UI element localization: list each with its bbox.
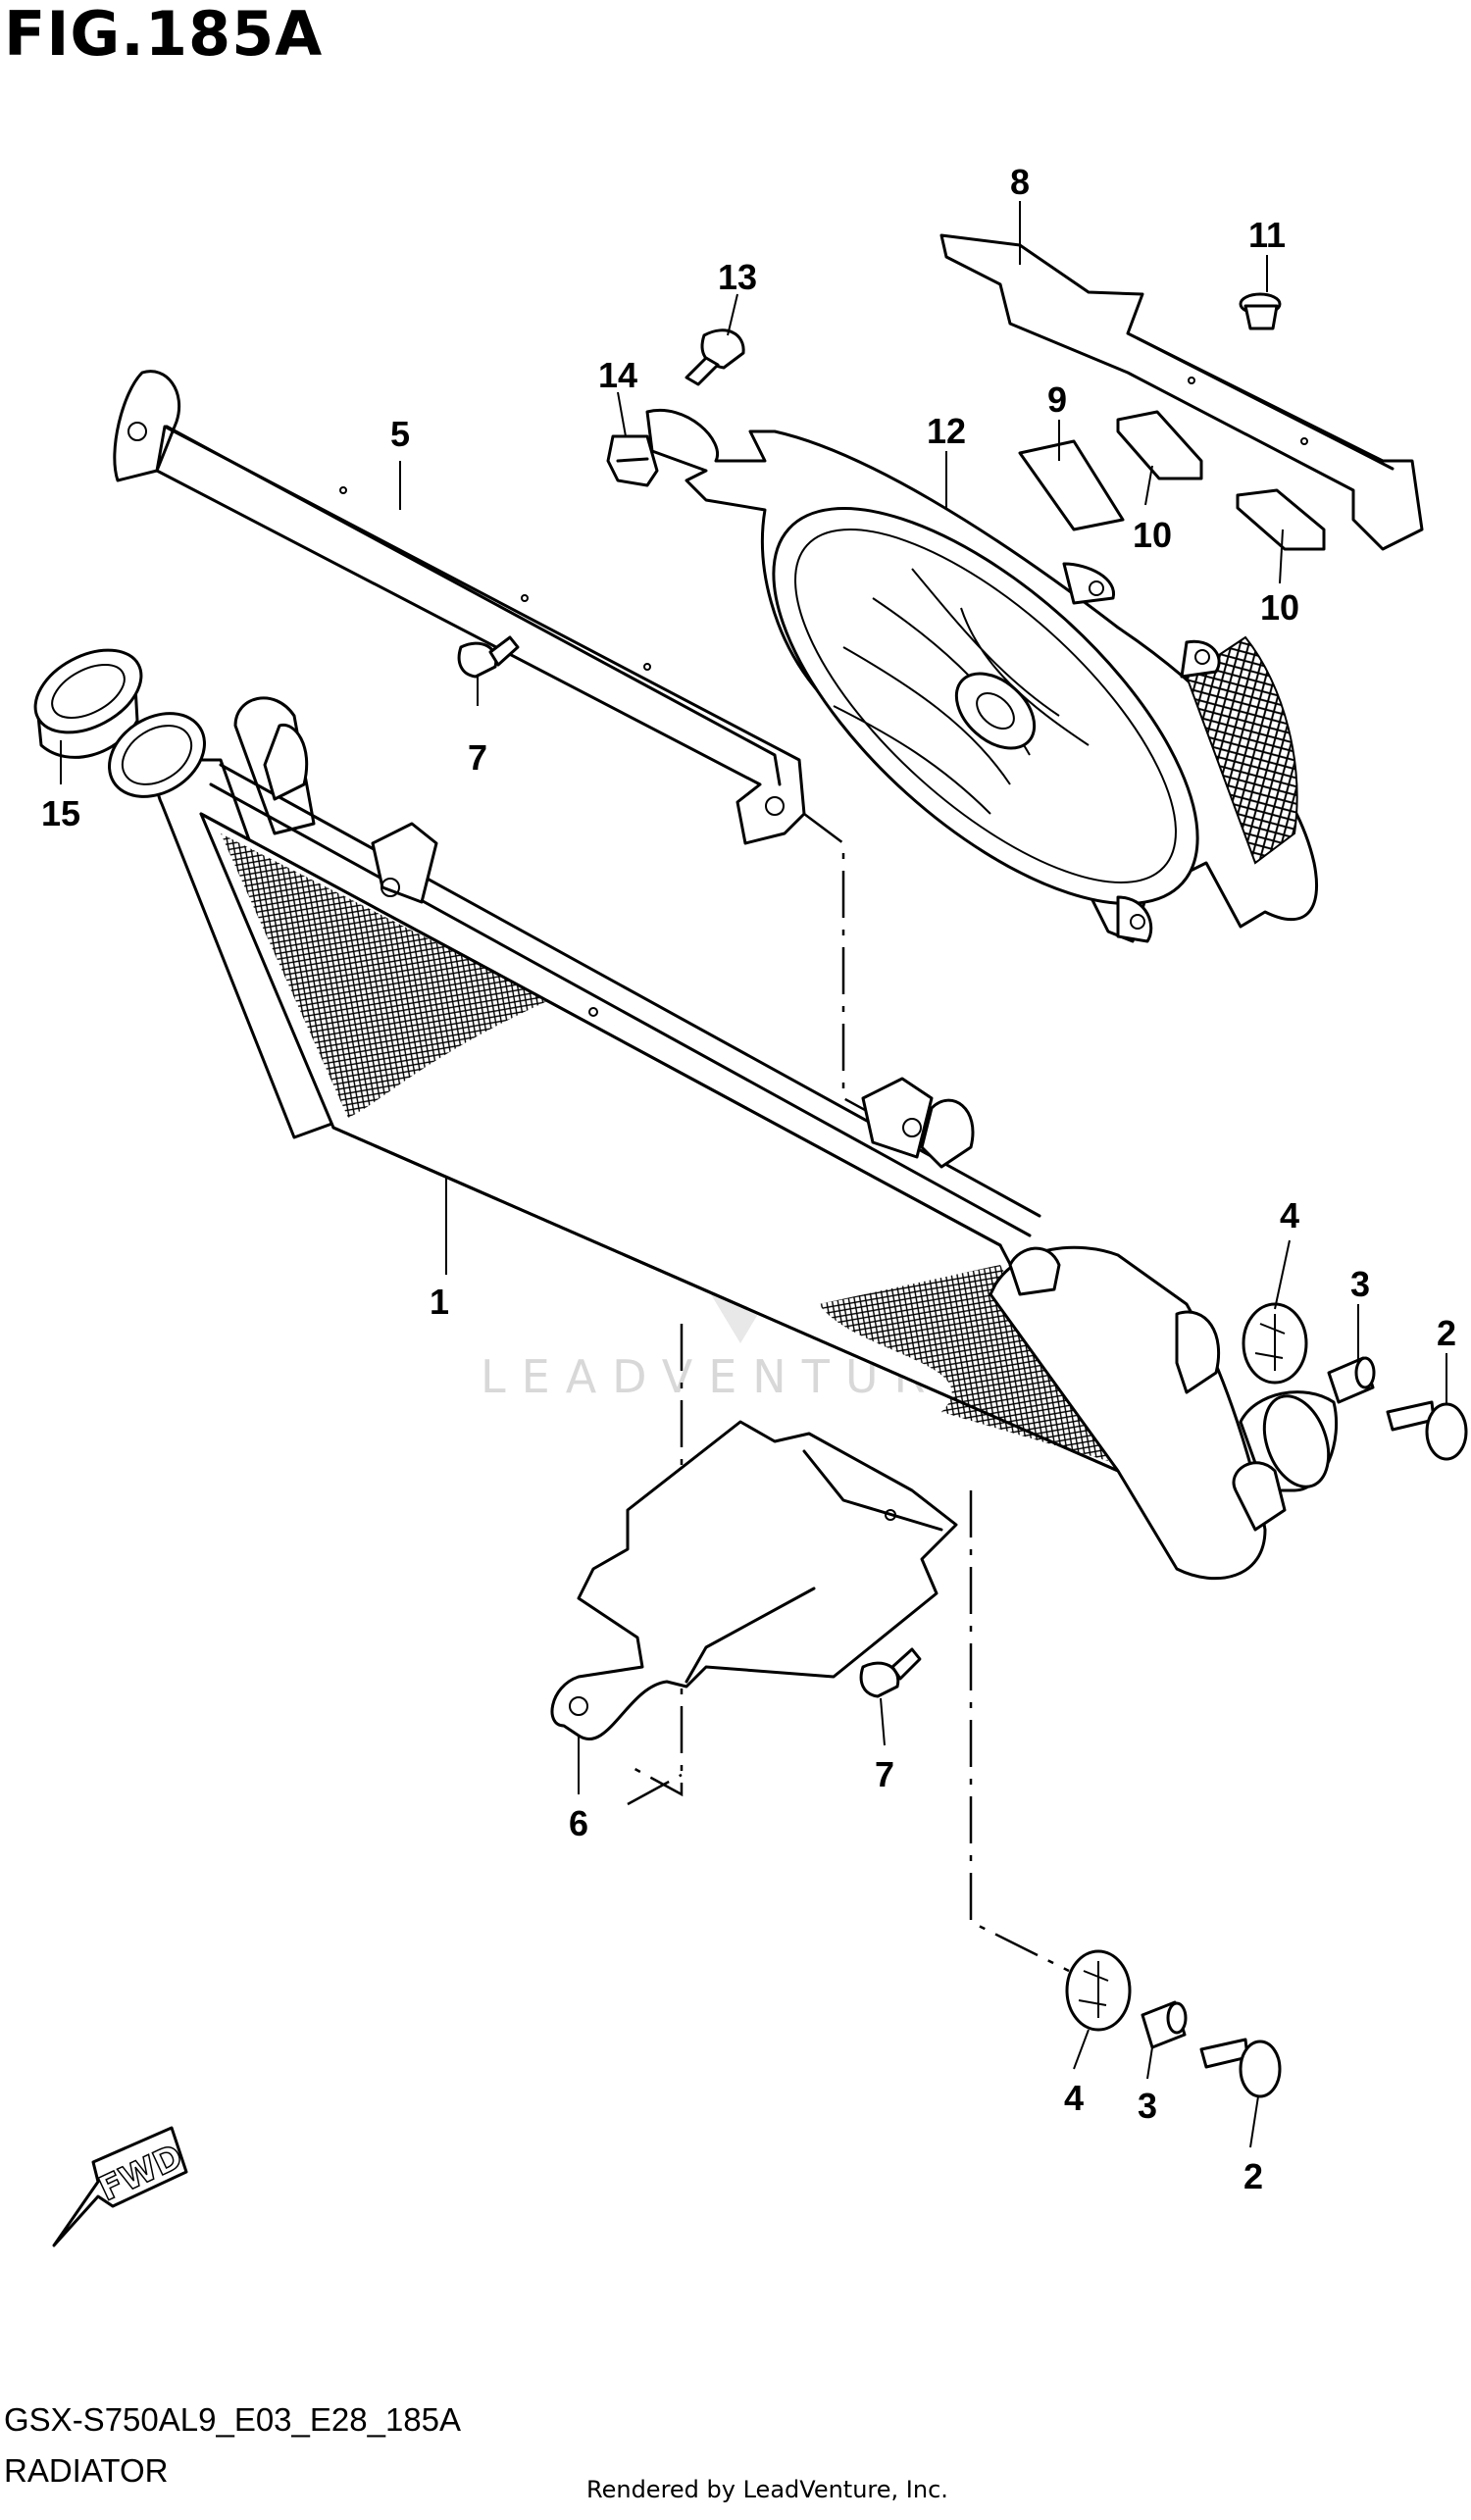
callout-4-lower: 4 (1064, 2078, 1084, 2118)
radiator-cap (33, 648, 143, 759)
callout-2-lower: 2 (1243, 2156, 1263, 2196)
callout-6: 6 (569, 1803, 588, 1843)
callout-9: 9 (1047, 379, 1067, 420)
callout-4-upper: 4 (1280, 1195, 1299, 1235)
callout-7-upper: 7 (468, 737, 487, 778)
cushion-pad-a (1116, 410, 1203, 480)
render-credit: Rendered by LeadVenture, Inc. (586, 2476, 948, 2503)
upper-bracket (113, 370, 806, 845)
fan-bolt-upper (685, 328, 745, 386)
forward-arrow-icon (52, 2126, 188, 2247)
callout-10-upper: 10 (1133, 515, 1172, 555)
bolt-upper (457, 635, 520, 679)
cooling-fan-assembly (645, 408, 1319, 943)
leader-line-bracket (803, 813, 898, 1130)
callout-12: 12 (927, 411, 966, 451)
callout-3-upper: 3 (1350, 1264, 1370, 1304)
callout-13: 13 (718, 257, 757, 297)
callout-3-lower: 3 (1138, 2086, 1157, 2126)
callout-leaders (60, 201, 1447, 2148)
callout-2-upper: 2 (1437, 1313, 1456, 1353)
clip-fastener (1239, 292, 1282, 330)
leader-line-shroud-left (627, 1773, 683, 1806)
collar-upper (1327, 1356, 1376, 1404)
figure-code: GSX-S750AL9_E03_E28_185A (4, 2401, 462, 2438)
bolt-grommet-upper (1386, 1400, 1468, 1461)
callout-8: 8 (1010, 162, 1030, 202)
callout-labels: 1 2 2 3 3 4 4 5 6 7 7 8 9 10 10 11 12 13… (41, 162, 1456, 2196)
forward-direction-arrow: FWD (52, 2126, 189, 2247)
sponge-pad (1018, 439, 1125, 531)
bolt-lower (859, 1647, 922, 1698)
figure-title: FIG.185A (4, 0, 324, 70)
callout-15: 15 (41, 793, 80, 833)
lower-shroud (550, 1420, 958, 1740)
radiator-assembly (108, 696, 1339, 1581)
cushion-pad-b (1236, 488, 1326, 551)
figure-name: RADIATOR (4, 2452, 169, 2489)
bolt-grommet-lower (1199, 2038, 1282, 2098)
callout-11: 11 (1248, 215, 1286, 255)
callout-5: 5 (390, 414, 410, 454)
callout-7-lower: 7 (875, 1754, 894, 1794)
grommet-upper (1242, 1302, 1308, 1385)
callout-10-lower: 10 (1260, 587, 1299, 628)
callout-1: 1 (430, 1282, 449, 1322)
grommet-lower (1065, 1949, 1132, 2032)
callout-14: 14 (598, 355, 637, 395)
fan-upper-bracket (939, 233, 1424, 551)
collar-lower (1141, 2000, 1188, 2049)
leader-line-grommet (969, 1490, 1070, 1973)
clip-nut (606, 434, 659, 487)
